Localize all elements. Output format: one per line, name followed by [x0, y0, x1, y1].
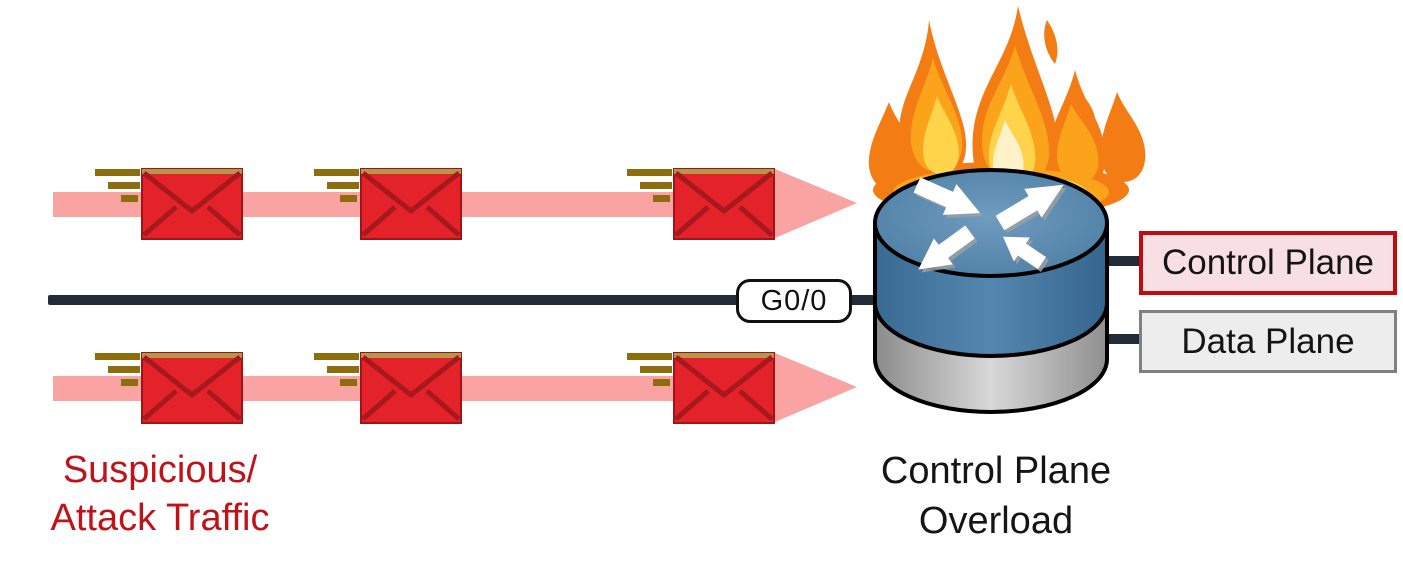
control-plane-label: Control Plane	[1161, 243, 1375, 282]
data-plane-link	[1098, 334, 1142, 344]
router-on-fire	[868, 6, 1146, 414]
overload-caption-line2: Overload	[918, 500, 1074, 542]
attack-traffic-label-line2: Attack Traffic	[50, 497, 270, 539]
control-plane-link	[1098, 256, 1142, 266]
router-icon	[873, 168, 1109, 414]
flame-icon	[868, 6, 1146, 218]
router-link-line	[48, 295, 877, 305]
attack-traffic-label-line1: Suspicious/	[62, 449, 258, 491]
attack-traffic-flow-bottom	[53, 349, 857, 429]
interface-label: G0/0	[736, 279, 852, 323]
data-plane-box: Data Plane	[1139, 310, 1397, 373]
attack-traffic-label: Suspicious/ Attack Traffic	[0, 446, 320, 542]
overload-caption: Control Plane Overload	[840, 446, 1152, 546]
control-plane-box: Control Plane	[1139, 231, 1397, 295]
data-plane-label: Data Plane	[1181, 321, 1355, 361]
attack-traffic-flow-top	[53, 165, 857, 245]
interface-label-text: G0/0	[760, 284, 828, 317]
routing-arrows-icon	[908, 169, 1076, 286]
overload-caption-line1: Control Plane	[880, 450, 1112, 492]
